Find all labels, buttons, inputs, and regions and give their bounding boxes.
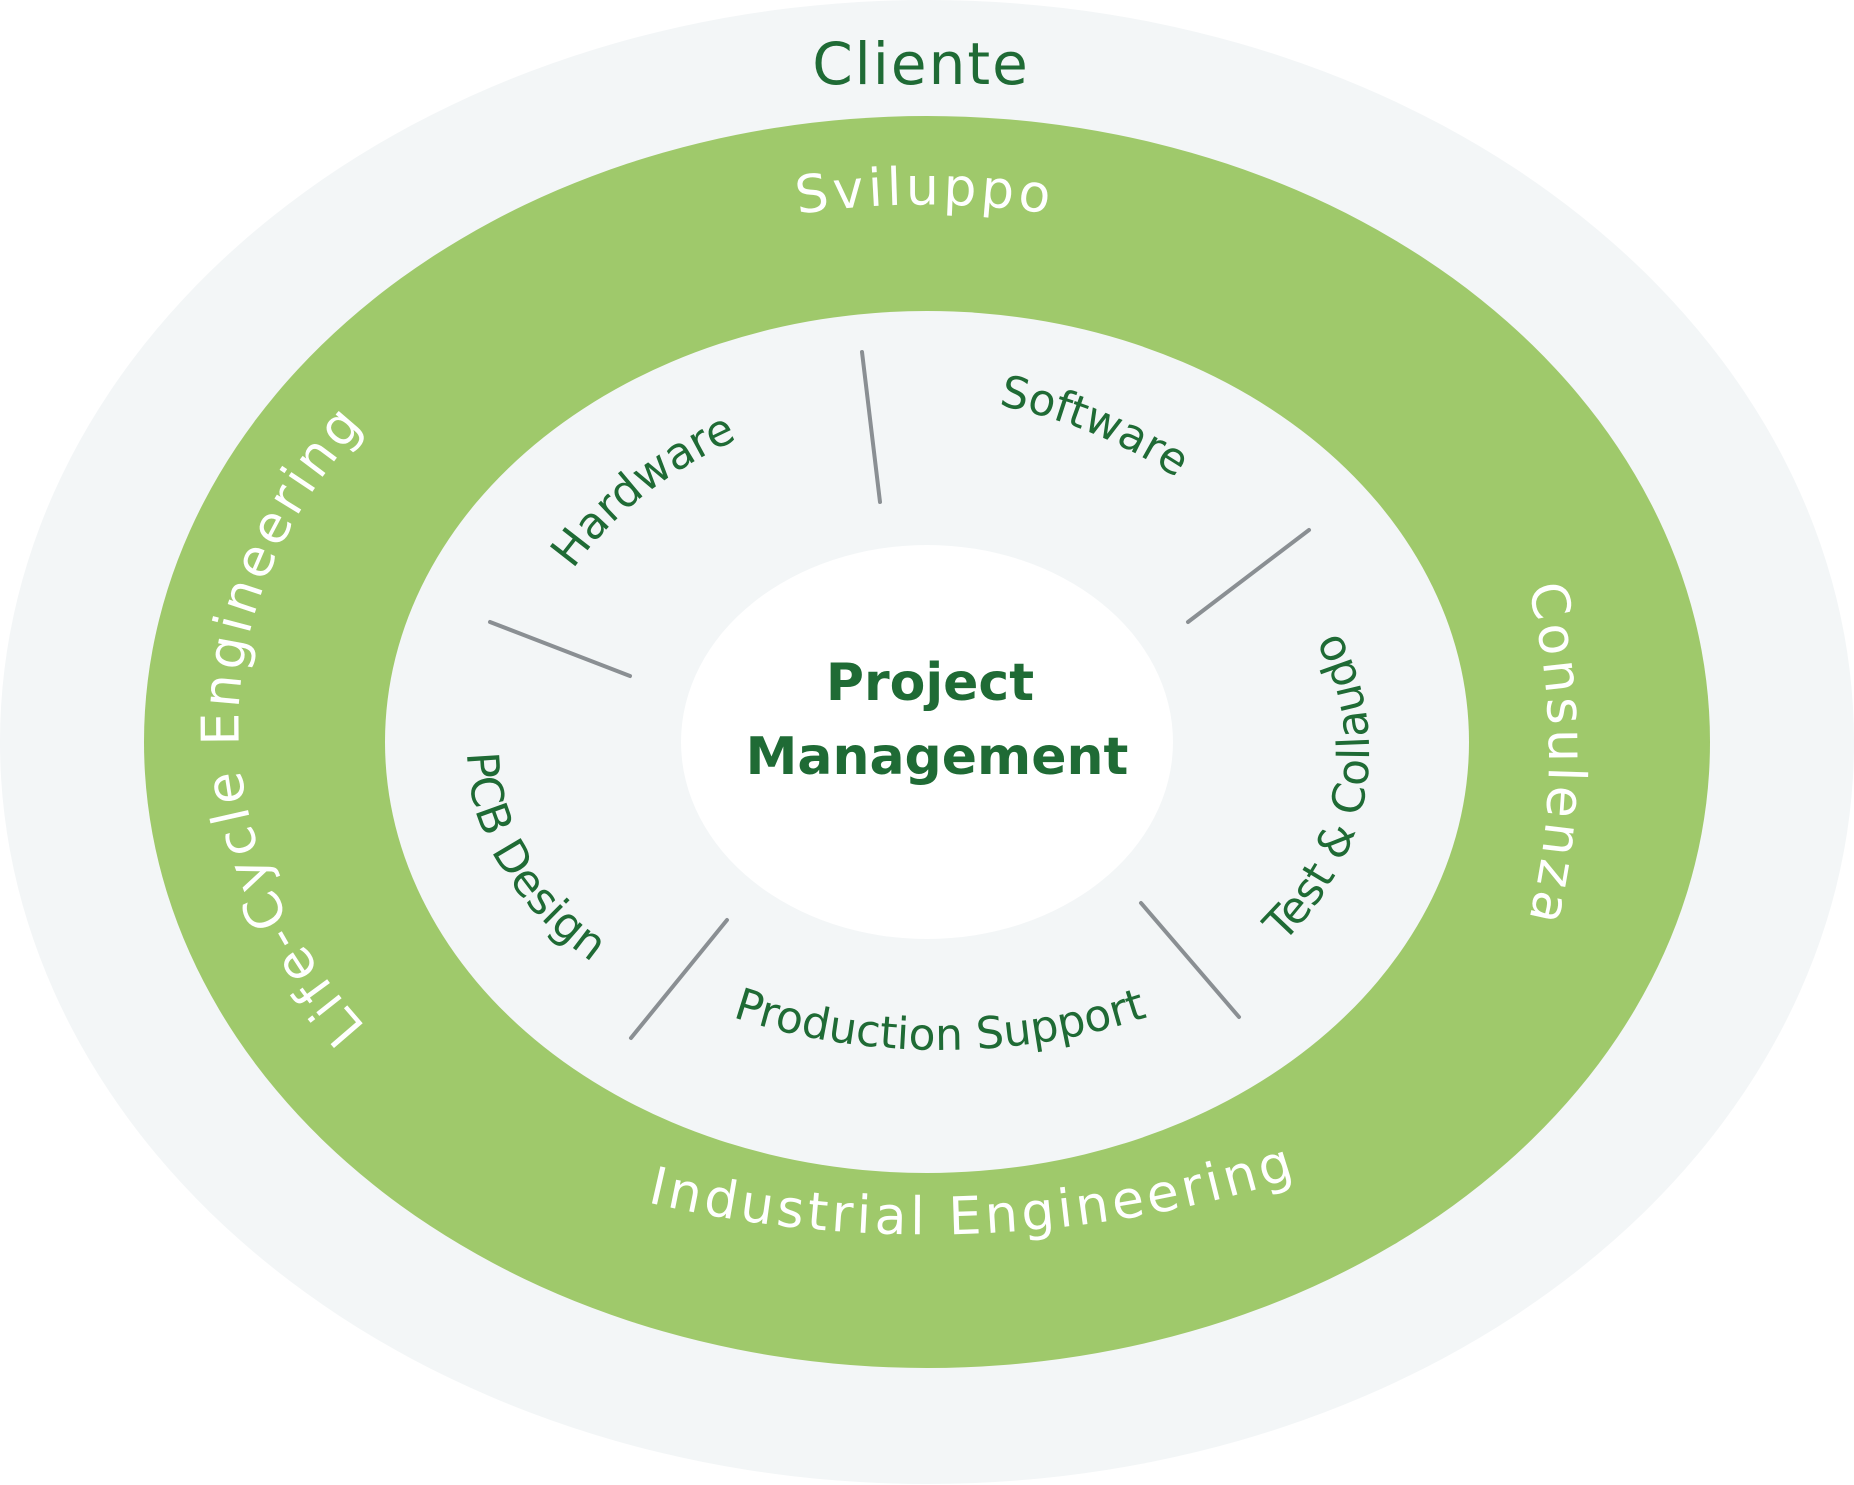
divider-software-test [1186, 528, 1311, 624]
divider-lines [488, 350, 1311, 1040]
divider-test-production [1139, 901, 1241, 1019]
core-label-line1: Project [826, 653, 1034, 713]
outer-label: Cliente [812, 30, 1030, 98]
divider-production-pcb [629, 918, 729, 1040]
divider-hardware-software [860, 350, 882, 504]
divider-pcb-hardware [488, 620, 632, 678]
core-ellipse [681, 545, 1173, 939]
ring-label-top: Sviluppo [792, 157, 1059, 226]
core-label-line2: Management [746, 727, 1129, 787]
